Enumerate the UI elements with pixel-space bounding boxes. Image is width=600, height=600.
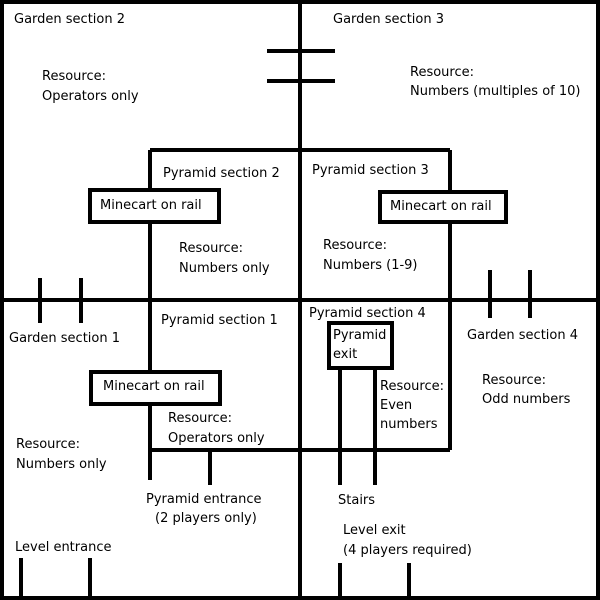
garden-section-1-resource-label: Resource:	[16, 437, 80, 452]
pyramid-section-2-resource-value: Numbers only	[179, 261, 270, 276]
pyramid-section-3-title: Pyramid section 3	[312, 163, 429, 178]
pyramid-exit-label-line1: Pyramid	[333, 328, 387, 343]
pyramid-section-2-resource-label: Resource:	[179, 241, 243, 256]
pyramid-section-3-resource-label: Resource:	[323, 238, 387, 253]
pyramid-section-3-resource-value: Numbers (1-9)	[323, 258, 418, 273]
garden-section-4-title: Garden section 4	[467, 328, 579, 343]
minecart-box-3	[378, 190, 508, 224]
garden-section-3-resource-label: Resource:	[410, 65, 474, 80]
pyramid-section-3-minecart: Minecart on rail	[390, 199, 492, 214]
garden-section-2-title: Garden section 2	[14, 12, 126, 27]
pyramid-entrance-note: (2 players only)	[155, 511, 257, 526]
pyramid-section-1-resource-label: Resource:	[168, 411, 232, 426]
garden-section-3-resource-value: Numbers (multiples of 10)	[410, 84, 581, 99]
pyramid-section-4-title: Pyramid section 4	[309, 306, 426, 321]
garden-section-1-resource-value: Numbers only	[16, 457, 107, 472]
pyramid-section-1-title: Pyramid section 1	[161, 313, 278, 328]
pyramid-section-1-minecart: Minecart on rail	[103, 379, 205, 394]
pyramid-exit-label-line2: exit	[333, 347, 358, 362]
level-entrance-label: Level entrance	[15, 540, 112, 555]
minecart-box-1	[89, 370, 222, 406]
pyramid-section-4-resource-value-line2: numbers	[380, 417, 438, 432]
pyramid-section-4-resource-value-line1: Even	[380, 398, 413, 413]
garden-section-4-resource-value: Odd numbers	[482, 392, 571, 407]
pyramid-exit-box	[327, 321, 394, 370]
level-exit-note: (4 players required)	[343, 543, 472, 558]
pyramid-section-2-minecart: Minecart on rail	[100, 198, 202, 213]
stairs-label: Stairs	[338, 493, 376, 508]
garden-section-2-resource-value: Operators only	[42, 89, 139, 104]
pyramid-section-2-title: Pyramid section 2	[163, 166, 280, 181]
garden-section-1-title: Garden section 1	[9, 331, 121, 346]
garden-section-4-resource-label: Resource:	[482, 373, 546, 388]
pyramid-entrance-label: Pyramid entrance	[146, 492, 262, 507]
minecart-box-2	[88, 188, 221, 224]
garden-section-2-resource-label: Resource:	[42, 69, 106, 84]
pyramid-section-4-resource-label: Resource:	[380, 379, 444, 394]
garden-section-3-title: Garden section 3	[333, 12, 445, 27]
pyramid-section-1-resource-value: Operators only	[168, 431, 265, 446]
level-exit-label: Level exit	[343, 523, 406, 538]
